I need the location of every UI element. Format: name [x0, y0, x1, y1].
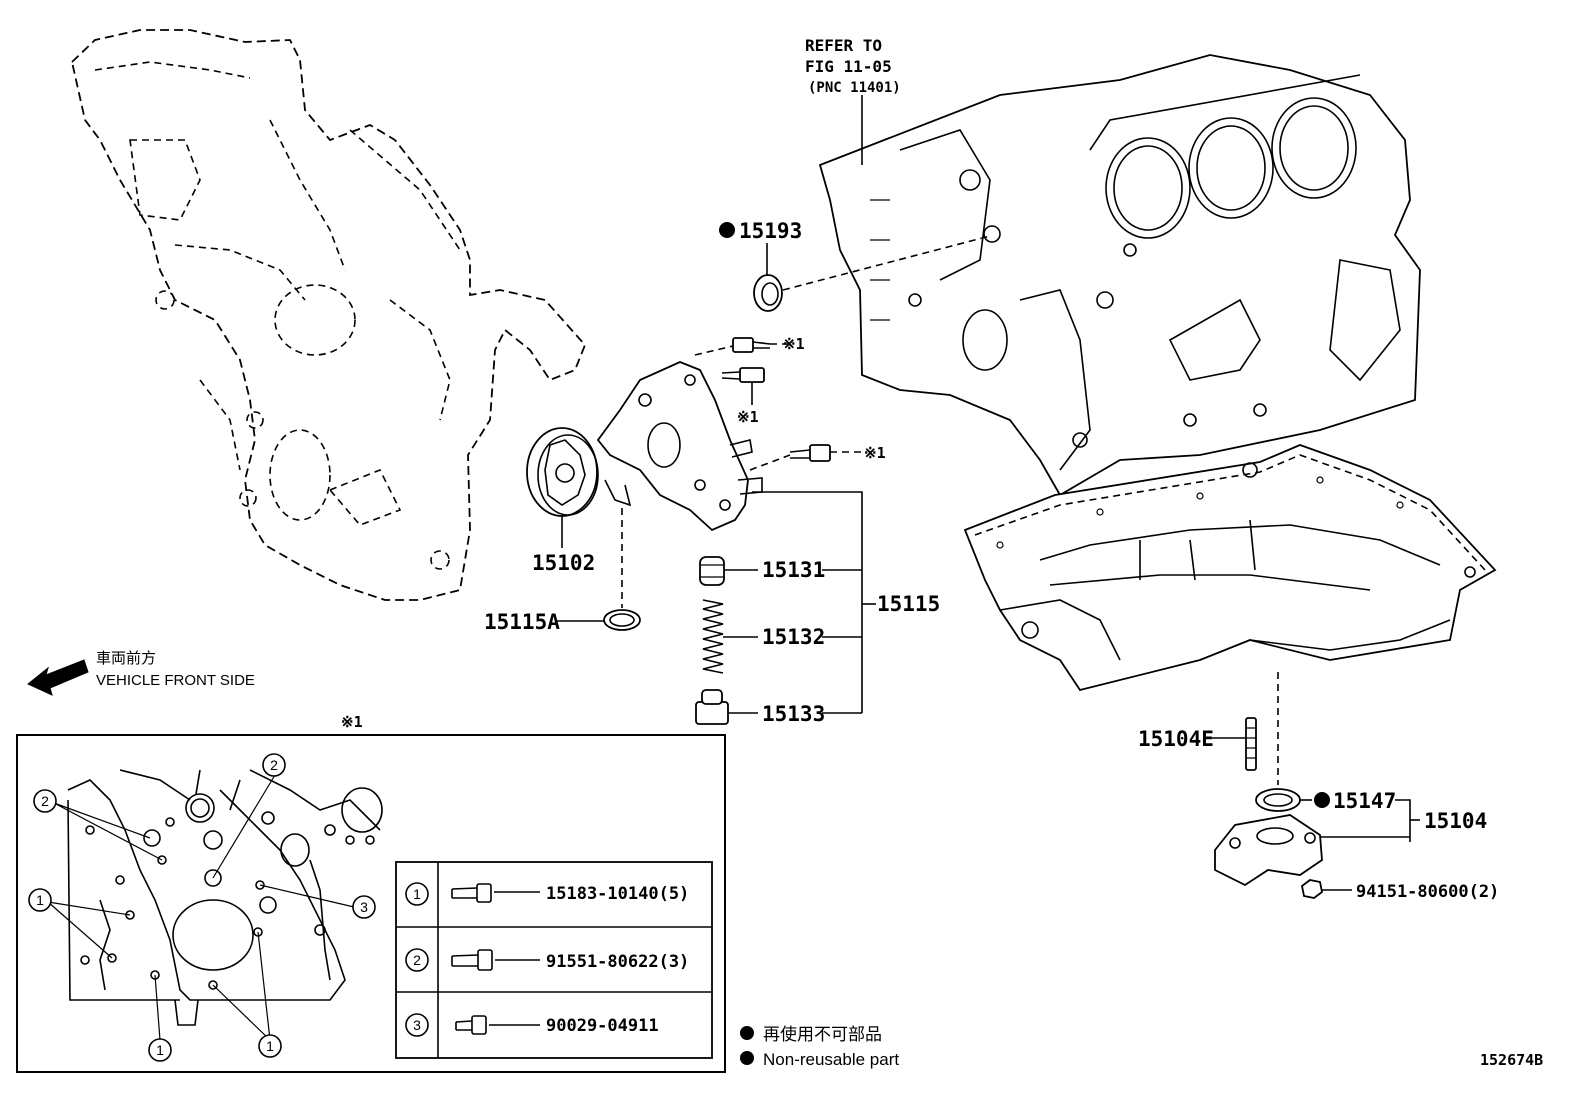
fastener-row-1: 1 15183-10140(5)	[405, 882, 689, 906]
vehicle-front-jp: 車両前方	[96, 650, 156, 667]
fastener-part-91551[interactable]: 91551-80622(3)	[546, 952, 689, 972]
legend-jp: 再使用不可部品	[763, 1024, 882, 1044]
oil-pump-rotor-illustration	[526, 427, 599, 517]
part-label-15104[interactable]: 15104	[1424, 809, 1487, 833]
bolt-upper-illustration	[732, 337, 771, 353]
fastener-part-90029[interactable]: 90029-04911	[546, 1016, 659, 1036]
vehicle-front-en: VEHICLE FRONT SIDE	[96, 672, 255, 689]
oil-pump-body-illustration	[596, 361, 763, 532]
fastener-part-15183[interactable]: 15183-10140(5)	[546, 884, 689, 904]
part-label-94151[interactable]: 94151-80600(2)	[1356, 882, 1499, 902]
detail-callout-2-top: 2	[262, 753, 286, 777]
svg-text:2: 2	[270, 757, 278, 773]
nut-94151-illustration	[1301, 879, 1323, 899]
detail-callout-1-bottom-left: 1	[148, 1038, 172, 1062]
refer-to-label: REFER TO	[805, 36, 882, 55]
oil-filter-bracket-15104-illustration	[1214, 814, 1323, 887]
part-label-15115A[interactable]: 15115A	[484, 610, 560, 634]
svg-text:1: 1	[36, 892, 44, 908]
detail-callout-3: 3	[352, 895, 376, 919]
timing-cover-illustration	[71, 29, 587, 601]
part-label-15115[interactable]: 15115	[877, 592, 940, 616]
svg-text:2: 2	[41, 793, 49, 809]
note-mark-bolt-lower: ※1	[864, 444, 886, 462]
bolt-90029-icon	[455, 1015, 487, 1035]
detail-callout-1-left: 1	[28, 888, 52, 912]
relief-valve-15131-illustration	[699, 556, 725, 586]
oil-seal-15193-illustration	[753, 274, 783, 312]
detail-callout-lines	[47, 774, 355, 1041]
non-reusable-dot-15193	[719, 222, 735, 238]
fastener-table: 1 15183-10140(5) 2 91551-80622(3) 3	[395, 861, 713, 1059]
svg-text:3: 3	[360, 899, 368, 915]
part-label-15131[interactable]: 15131	[762, 558, 825, 582]
leader-lines	[556, 95, 1420, 891]
part-label-15104E[interactable]: 15104E	[1138, 727, 1214, 751]
note-mark-bolt-middle: ※1	[737, 408, 759, 426]
refer-pnc-label: (PNC 11401)	[808, 80, 901, 96]
gasket-15147-illustration	[1255, 788, 1301, 812]
detail-callout-2-left: 2	[33, 789, 57, 813]
fastener-row-3-key: 3	[413, 1017, 421, 1033]
bolt-91551-icon	[451, 949, 493, 971]
spring-15132-illustration	[702, 599, 724, 674]
legend-dot-icon-en	[740, 1051, 754, 1065]
part-label-15193[interactable]: 15193	[739, 219, 802, 243]
oil-pan-illustration	[963, 444, 1497, 692]
detail-callout-1-bottom-right: 1	[258, 1034, 282, 1058]
fastener-row-3: 3 90029-04911	[405, 1013, 659, 1037]
vehicle-front-arrow-icon	[27, 659, 89, 696]
detail-block-illustration	[67, 769, 383, 1026]
figure-id: 152674B	[1480, 1051, 1543, 1069]
bolt-15183-icon	[451, 883, 492, 903]
svg-text:1: 1	[266, 1038, 274, 1054]
bolt-lower-illustration	[789, 444, 831, 462]
legend-dot-icon-jp	[740, 1026, 754, 1040]
non-reusable-dot-15147	[1314, 792, 1330, 808]
part-label-15133[interactable]: 15133	[762, 702, 825, 726]
legend-en: Non-reusable part	[763, 1050, 899, 1069]
fastener-row-2: 2 91551-80622(3)	[405, 948, 689, 972]
detail-box	[16, 734, 726, 1073]
part-label-15102[interactable]: 15102	[532, 551, 595, 575]
fastener-row-2-key: 2	[413, 952, 421, 968]
part-label-15147[interactable]: 15147	[1333, 789, 1396, 813]
bolt-middle-illustration	[721, 367, 765, 383]
svg-text:1: 1	[156, 1042, 164, 1058]
o-ring-15115A-illustration	[603, 609, 641, 631]
detail-title: ※1	[341, 713, 363, 731]
plug-15133-illustration	[695, 689, 729, 725]
note-mark-bolt-upper: ※1	[783, 335, 805, 353]
fastener-row-1-key: 1	[413, 886, 421, 902]
part-label-15132[interactable]: 15132	[762, 625, 825, 649]
cylinder-block-illustration	[818, 54, 1421, 497]
stud-15104E-illustration	[1245, 717, 1257, 771]
refer-fig-label: FIG 11-05	[805, 57, 892, 76]
